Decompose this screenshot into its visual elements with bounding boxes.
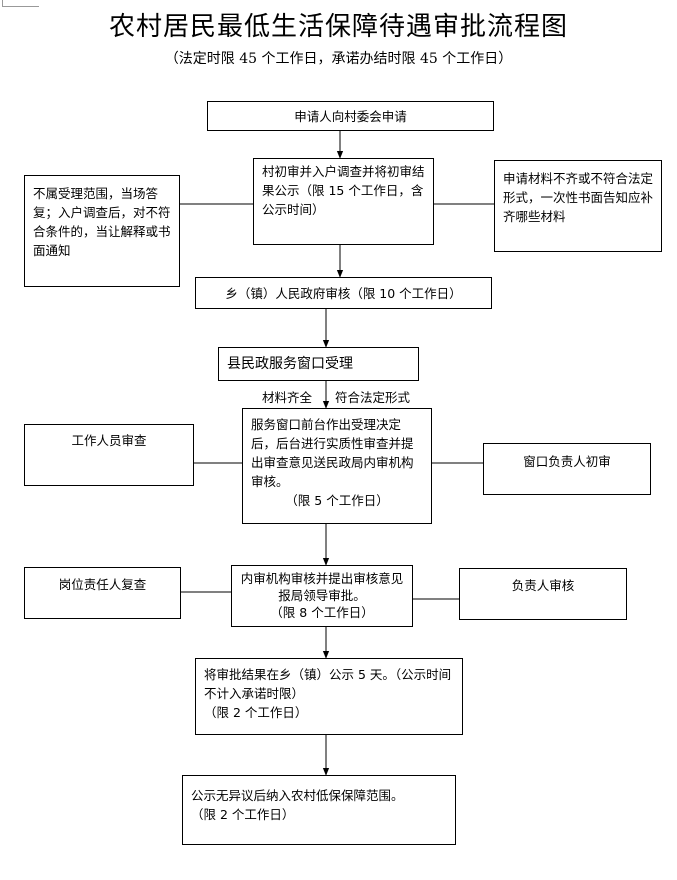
page-subtitle: （法定时限 45 个工作日，承诺办结时限 45 个工作日） [164,51,513,67]
side-head-review-text: 负责人审核 [511,578,575,593]
label-materials-complete: 材料齐全 [262,390,313,405]
step-window-process: 服务窗口前台作出受理决定后，后台进行实质性审查并提出审查意见送民政局内审机构审核… [242,408,432,524]
page-title: 农村居民最低生活保障待遇审批流程图 [108,12,568,42]
step-village-review: 村初审并入户调查并将初审结果公示（限 15 个工作日，含公示时间） [253,158,434,245]
side-staff-review-text: 工作人员审查 [71,433,147,448]
corner-mark [2,0,39,7]
side-window-head: 窗口负责人初审 [483,443,651,495]
note-not-accepted: 不属受理范围，当场答复；入户调查后，对不符合条件的，当让解释或书面通知 [24,175,180,287]
note-incomplete-materials: 申请材料不齐或不符合法定形式，一次性书面告知应补齐哪些材料 [494,160,662,252]
label-legal-form: 符合法定形式 [335,390,411,405]
note-not-accepted-text: 不属受理范围，当场答复；入户调查后，对不符合条件的，当让解释或书面通知 [33,186,171,258]
step-apply-text: 申请人向村委会申请 [294,108,407,124]
step-county-window: 县民政服务窗口受理 [218,347,419,381]
step-include-limit: （限 2 个工作日） [191,807,295,822]
side-post-recheck: 岗位责任人复查 [24,567,181,619]
step-internal-review: 内审机构审核并提出审核意见报局领导审批。 （限 8 个工作日） [231,565,413,627]
step-internal-review-limit: （限 8 个工作日） [270,605,374,620]
step-internal-review-text: 内审机构审核并提出审核意见报局领导审批。 [240,571,404,603]
step-include-text: 公示无异议后纳入农村低保保障范围。 [191,788,404,803]
step-village-review-text: 村初审并入户调查并将初审结果公示（限 15 个工作日，含公示时间） [262,164,425,217]
step-publicize-limit: （限 2 个工作日） [204,705,308,720]
step-town-review: 乡（镇）人民政府审核（限 10 个工作日） [195,277,492,309]
side-window-head-text: 窗口负责人初审 [523,454,611,469]
side-staff-review: 工作人员审查 [24,424,194,486]
step-county-window-text: 县民政服务窗口受理 [227,355,353,372]
side-post-recheck-text: 岗位责任人复查 [58,577,147,592]
step-apply: 申请人向村委会申请 [207,101,494,131]
step-window-process-limit: （限 5 个工作日） [285,493,389,508]
step-publicize: 将审批结果在乡（镇）公示 5 天。（公示时间不计入承诺时限） （限 2 个工作日… [195,658,463,735]
side-head-review: 负责人审核 [459,568,627,620]
step-include: 公示无异议后纳入农村低保保障范围。 （限 2 个工作日） [182,775,456,845]
step-window-process-text: 服务窗口前台作出受理决定后，后台进行实质性审查并提出审查意见送民政局内审机构审核… [251,417,414,489]
step-town-review-text: 乡（镇）人民政府审核（限 10 个工作日） [225,285,462,301]
step-publicize-text: 将审批结果在乡（镇）公示 5 天。（公示时间不计入承诺时限） [204,667,452,701]
note-incomplete-materials-text: 申请材料不齐或不符合法定形式，一次性书面告知应补齐哪些材料 [503,171,654,224]
